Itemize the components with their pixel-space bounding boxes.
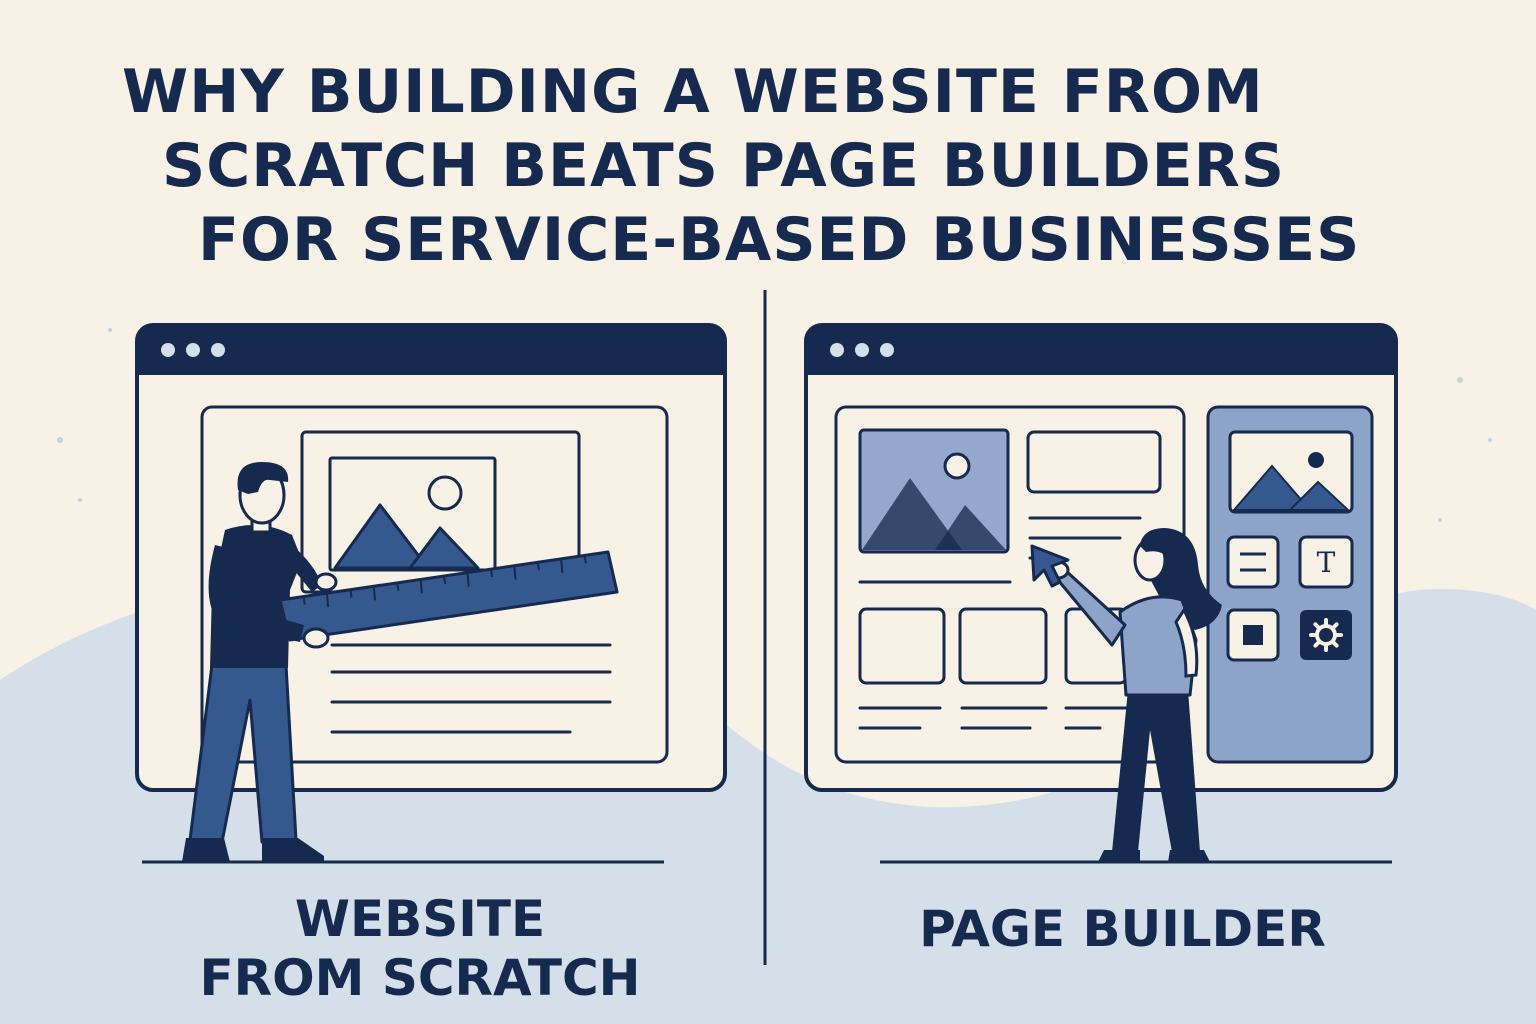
ruler-tick	[583, 555, 587, 564]
block-placeholder	[958, 607, 1048, 685]
window-dot-icon	[880, 343, 894, 357]
cursor-arrow-icon	[1030, 544, 1070, 588]
right-panel-caption: PAGE BUILDER	[919, 900, 1326, 958]
ruler-tick	[372, 586, 377, 601]
text-lines	[330, 643, 612, 734]
page-title-line-2: SCRATCH BEATS PAGE BUILDERS	[162, 131, 1286, 201]
left-panel-caption: WEBSITE FROM SCRATCH	[140, 890, 700, 1008]
toolbox-text-lines-icon[interactable]	[1226, 535, 1280, 589]
right-browser-window: T	[804, 323, 1398, 792]
window-dot-icon	[186, 343, 200, 357]
ruler-tick	[560, 558, 564, 573]
image-placeholder-icon	[328, 456, 497, 572]
text-tool-glyph: T	[1317, 546, 1336, 579]
toolbox-gear-icon[interactable]	[1300, 610, 1352, 660]
man-front-arm	[208, 545, 338, 649]
ruler-tick	[396, 582, 400, 592]
toolbox-text-icon[interactable]: T	[1298, 535, 1354, 589]
image-block-icon	[858, 428, 1010, 554]
toolbox-image-icon[interactable]	[1228, 430, 1354, 514]
left-caption-line-2: FROM SCRATCH	[199, 949, 641, 1007]
decorative-dots	[57, 328, 1492, 522]
gear-tooth	[1331, 622, 1339, 630]
ruler-tick	[443, 575, 447, 585]
block-placeholder	[1026, 430, 1162, 494]
window-dot-icon	[211, 343, 225, 357]
left-caption-line-1: WEBSITE	[294, 890, 546, 948]
ruler-tick	[325, 593, 330, 608]
ruler-tick	[419, 579, 423, 594]
ruler-tick	[513, 565, 517, 580]
page-title-line-3: FOR SERVICE-BASED BUSINESSES	[198, 205, 1361, 275]
window-dot-icon	[830, 343, 844, 357]
gear-tooth	[1313, 622, 1321, 630]
gear-tooth	[1313, 640, 1321, 648]
page-title-line-1: WHY BUILDING A WEBSITE FROM	[122, 57, 1264, 127]
woman-figure	[1046, 528, 1222, 862]
ruler-tick	[349, 589, 353, 598]
window-dot-icon	[855, 343, 869, 357]
ruler-tick	[302, 596, 306, 605]
block-placeholder	[858, 607, 946, 685]
ruler-tick	[466, 572, 470, 587]
window-dot-icon	[161, 343, 175, 357]
ruler-tick	[536, 562, 541, 571]
toolbox-square-icon[interactable]	[1226, 608, 1280, 662]
gear-tooth	[1331, 640, 1339, 648]
ruler-tick	[489, 568, 494, 578]
